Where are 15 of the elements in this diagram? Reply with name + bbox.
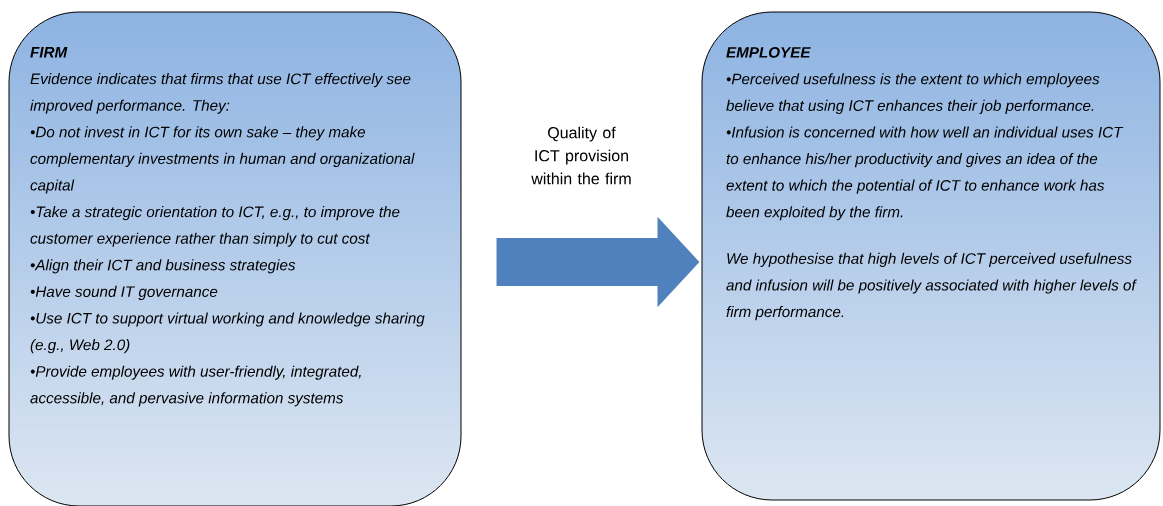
- paragraph: •Do not invest in ICT for its own sake – they make complementary investments in human and organizational capital: [30, 126, 415, 194]
- rounded-box: [8, 11, 462, 506]
- paragraph: •Have sound IT governance: [30, 285, 218, 300]
- paragraph: Evidence indicates that firms that use ICT effectively see improved performance. They:: [30, 73, 411, 114]
- paragraph: •Use ICT to support virtual working and knowledge sharing (e.g., Web 2.0): [30, 312, 425, 354]
- paragraph: We hypothesise that high levels of ICT perceived usefulness and infusion will be positively associated with higher levels of firm performance.: [726, 252, 1137, 321]
- paragraph: •Provide employees with user-friendly, integrated, accessible, and pervasive information systems: [30, 365, 361, 407]
- paragraph: •Perceived usefulness is the extent to which employees believe that using ICT enhances their job performance.: [726, 73, 1100, 114]
- edge-label: Quality of ICT provision within the firm: [531, 126, 631, 185]
- paragraph: •Take a strategic orientation to ICT, e.g., to improve the customer experience rather than simply to cut cost: [30, 206, 400, 247]
- heading: EMPLOYEE: [726, 47, 811, 58]
- paragraph: •Align their ICT and business strategies: [30, 259, 296, 274]
- heading: FIRM: [30, 47, 68, 58]
- rounded-box: [701, 11, 1161, 501]
- paragraph: •Infusion is concerned with how well an individual uses ICT to enhance his/her productivity and gives an idea of the extent to which the potential of ICT to enhance work has been exploited by the firm.: [726, 126, 1124, 221]
